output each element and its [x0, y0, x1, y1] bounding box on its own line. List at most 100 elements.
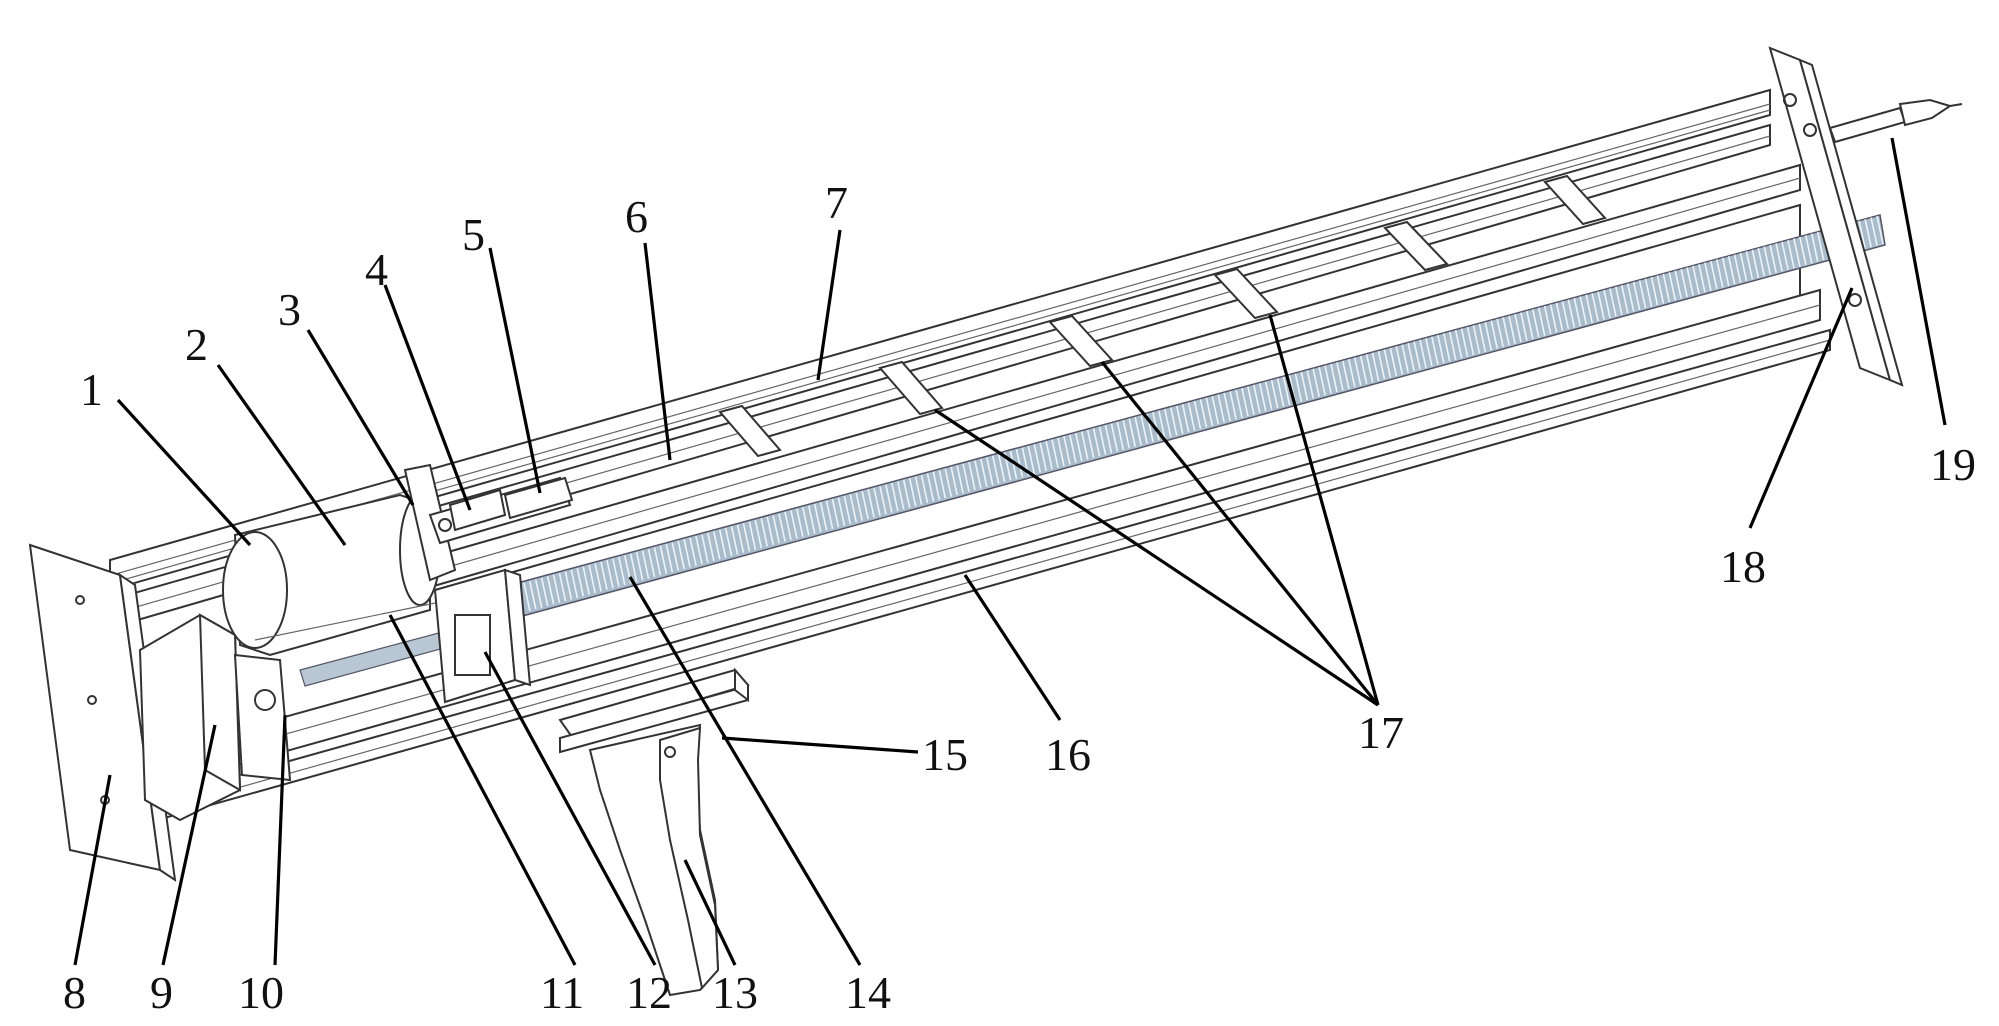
screw-thread-mark	[1140, 415, 1148, 444]
screw-thread-mark	[1401, 344, 1409, 373]
screw-thread-mark	[1626, 283, 1635, 312]
screw-thread-mark	[802, 507, 810, 536]
screw-thread-mark	[938, 470, 947, 499]
screw-thread-mark	[1306, 370, 1315, 399]
screw-thread-mark	[974, 460, 982, 489]
screw-thread-mark	[612, 558, 620, 587]
screw-thread-mark	[920, 474, 929, 504]
label-9: 9	[150, 967, 173, 1018]
screw-thread-mark	[1419, 339, 1427, 369]
screw-thread-mark	[677, 540, 685, 570]
screw-thread-mark	[932, 471, 941, 500]
lead-screw	[509, 214, 1886, 619]
screw-thread-mark	[1431, 336, 1439, 365]
screw-thread-mark	[796, 508, 804, 537]
screw-thread-mark	[1276, 378, 1285, 407]
label-18: 18	[1720, 541, 1766, 592]
label-12: 12	[626, 967, 672, 1018]
stepper-motor	[138, 613, 292, 822]
screw-thread-mark	[1644, 278, 1653, 307]
screw-thread-mark	[1330, 363, 1338, 393]
screw-thread-mark	[564, 571, 573, 600]
screw-thread-mark	[1537, 307, 1546, 336]
screw-thread-mark	[1033, 444, 1042, 473]
part-labels: 1 2 3 4 5 6 7 8 9 10 11 12 13 14 15 16 1…	[63, 177, 1976, 1018]
screw-thread-mark	[1104, 424, 1113, 454]
screw-thread-mark	[529, 581, 537, 610]
screw-thread-mark	[950, 466, 958, 496]
screw-thread-mark	[1282, 376, 1291, 406]
screw-thread-mark	[1454, 330, 1463, 359]
screw-thread-mark	[819, 502, 828, 531]
screw-thread-mark	[1763, 246, 1772, 275]
screw-thread-mark	[558, 572, 567, 602]
label-1: 1	[80, 364, 103, 415]
screw-thread-mark	[1247, 386, 1255, 415]
screw-thread-mark	[1502, 317, 1510, 346]
screw-thread-mark	[1080, 431, 1089, 460]
screw-thread-mark	[831, 498, 840, 528]
screw-thread-mark	[641, 550, 650, 579]
screw-thread-mark	[1164, 408, 1172, 438]
screw-thread-mark	[1217, 394, 1226, 423]
label-3: 3	[278, 284, 301, 335]
screw-thread-mark	[1407, 342, 1415, 372]
small-motor	[428, 476, 574, 545]
screw-thread-mark	[1514, 313, 1522, 343]
screw-thread-mark	[1591, 293, 1599, 322]
screw-thread-mark	[748, 521, 757, 550]
screw-thread-mark	[1609, 288, 1617, 317]
screw-thread-mark	[1353, 357, 1362, 386]
screw-thread-mark	[1229, 391, 1237, 420]
screw-thread-mark	[1442, 333, 1451, 362]
screw-thread-mark	[1116, 421, 1125, 451]
screw-thread-mark	[766, 516, 774, 545]
leader-lines	[73, 137, 1947, 966]
screw-thread-mark	[1122, 420, 1131, 449]
screw-thread-mark	[1199, 399, 1208, 428]
screw-thread-mark	[1751, 249, 1760, 278]
screw-thread-mark	[701, 534, 709, 563]
screw-thread-mark	[1152, 412, 1160, 441]
screw-thread-mark	[1656, 275, 1665, 304]
screw-thread-mark	[1460, 328, 1469, 357]
label-2: 2	[185, 319, 208, 370]
screw-thread-mark	[1312, 368, 1320, 397]
screw-thread-mark	[1039, 442, 1047, 471]
screw-thread-mark	[570, 569, 579, 599]
screw-thread-mark	[807, 505, 816, 534]
screw-thread-mark	[1549, 304, 1558, 333]
screw-thread-mark	[997, 453, 1006, 483]
screw-thread-mark	[695, 535, 703, 565]
label-14: 14	[845, 967, 891, 1018]
screw-thread-mark	[908, 478, 917, 507]
screw-thread-mark	[1336, 362, 1344, 391]
screw-thread-mark	[772, 515, 780, 544]
screw-thread-mark	[1526, 310, 1534, 340]
screw-thread-mark	[1211, 396, 1220, 425]
screw-thread-mark	[1110, 423, 1119, 452]
screw-thread-mark	[1270, 379, 1279, 409]
screw-thread-mark	[1585, 294, 1593, 323]
screw-thread-mark	[1365, 354, 1374, 383]
screw-thread-mark	[1187, 402, 1196, 431]
screw-thread-mark	[1063, 436, 1071, 465]
cylinder-motor	[222, 463, 457, 657]
screw-thread-mark	[635, 552, 644, 581]
screw-thread-mark	[1615, 286, 1623, 315]
screw-thread-mark	[1698, 264, 1706, 293]
screw-thread-mark	[629, 553, 638, 582]
screw-thread-mark	[736, 524, 745, 554]
screw-thread-mark	[1781, 241, 1789, 270]
label-17: 17	[1358, 707, 1404, 758]
screw-thread-mark	[606, 560, 614, 589]
screw-thread-mark	[1739, 252, 1748, 282]
screw-thread-mark	[778, 513, 786, 542]
screw-thread-mark	[540, 577, 549, 607]
screw-thread-mark	[760, 518, 769, 547]
screw-thread-mark	[1520, 312, 1528, 341]
screw-thread-mark	[1169, 407, 1178, 436]
screw-thread-mark	[724, 527, 733, 557]
screw-thread-mark	[1205, 397, 1214, 426]
